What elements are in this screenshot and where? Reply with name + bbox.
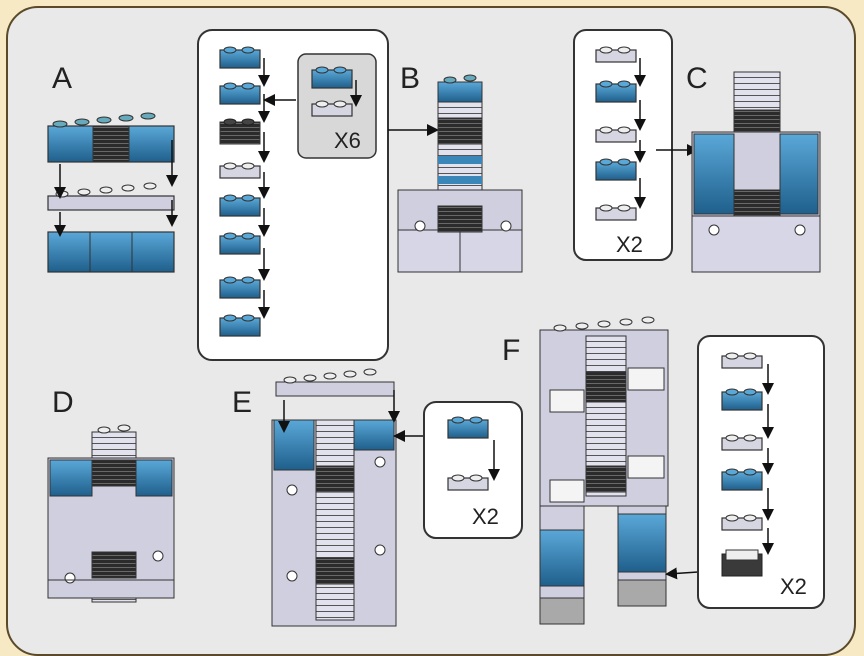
step-e: E bbox=[232, 368, 424, 627]
step-b: B bbox=[397, 62, 523, 273]
step-a-middle-plate bbox=[47, 182, 175, 211]
step-f-label: F bbox=[502, 334, 520, 367]
step-e-multiplier: X2 bbox=[472, 504, 499, 529]
step-b-subassembly-box: X6 bbox=[197, 29, 389, 361]
step-c: C bbox=[686, 62, 821, 273]
step-b-base bbox=[397, 189, 523, 273]
step-d: D bbox=[47, 386, 175, 603]
step-c-multiplier: X2 bbox=[616, 232, 643, 257]
step-a: A bbox=[47, 62, 178, 273]
step-a-label: A bbox=[52, 62, 72, 95]
step-b-inner-box: X6 bbox=[297, 53, 377, 159]
step-c-subassembly-box: X2 bbox=[573, 29, 699, 261]
step-a-top-row bbox=[47, 112, 175, 163]
step-a-bottom-row bbox=[47, 231, 175, 273]
step-b-multiplier: X6 bbox=[334, 128, 361, 153]
step-f-subassembly-box: X2 bbox=[697, 335, 825, 609]
step-b-label: B bbox=[400, 62, 420, 95]
step-f: F bbox=[502, 316, 699, 625]
step-c-label: C bbox=[686, 62, 708, 95]
step-d-label: D bbox=[52, 386, 74, 419]
step-f-multiplier: X2 bbox=[780, 574, 807, 599]
step-e-subassembly-box: X2 bbox=[423, 401, 523, 539]
step-e-label: E bbox=[232, 386, 252, 419]
